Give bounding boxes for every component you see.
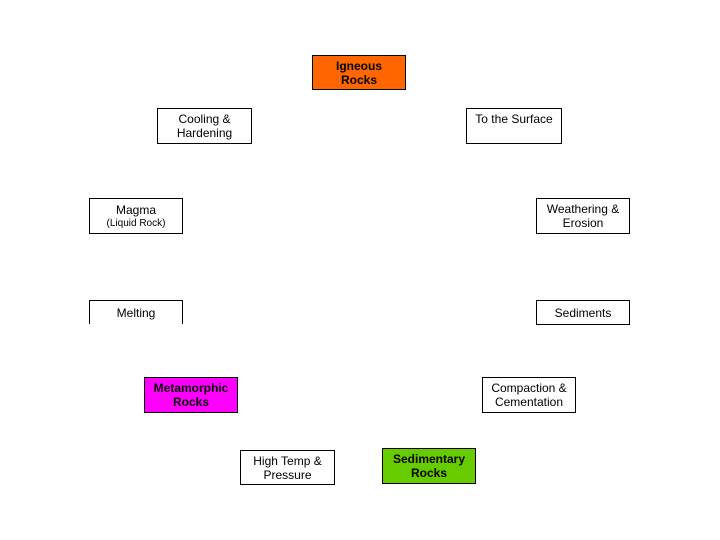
sedimentary-rocks-label-1: Sedimentary xyxy=(392,452,466,466)
igneous-rocks-label-2: Rocks xyxy=(340,72,378,87)
high-temp-pressure-box: High Temp & Pressure xyxy=(240,450,335,485)
high-temp-pressure-label-2: Pressure xyxy=(263,467,312,482)
to-the-surface-label: To the Surface xyxy=(475,112,553,126)
compaction-cementation-label-1: Compaction & xyxy=(491,381,567,395)
igneous-rocks-box: Igneous Rocks xyxy=(312,55,406,90)
cooling-hardening-box: Cooling & Hardening xyxy=(157,108,252,144)
weathering-erosion-label-1: Weathering & xyxy=(546,202,620,216)
magma-label: Magma xyxy=(115,202,156,217)
to-the-surface-box: To the Surface xyxy=(466,108,562,144)
melting-box: Melting xyxy=(89,300,183,324)
cooling-hardening-label-1: Cooling & xyxy=(178,112,231,126)
weathering-erosion-box: Weathering & Erosion xyxy=(536,198,630,234)
sedimentary-rocks-label-2: Rocks xyxy=(410,466,448,480)
compaction-cementation-box: Compaction & Cementation xyxy=(482,377,576,413)
weathering-erosion-label-2: Erosion xyxy=(562,216,604,230)
magma-sublabel: (Liquid Rock) xyxy=(106,217,166,229)
cooling-hardening-label-2: Hardening xyxy=(176,126,233,140)
high-temp-pressure-label-1: High Temp & xyxy=(253,453,322,468)
magma-box: Magma (Liquid Rock) xyxy=(89,198,183,234)
metamorphic-rocks-box: Metamorphic Rocks xyxy=(144,377,238,413)
melting-label: Melting xyxy=(116,305,156,320)
metamorphic-rocks-label-1: Metamorphic xyxy=(153,381,229,395)
sediments-box: Sediments xyxy=(536,300,630,325)
metamorphic-rocks-label-2: Rocks xyxy=(172,395,210,409)
igneous-rocks-label-1: Igneous xyxy=(335,58,382,73)
sedimentary-rocks-box: Sedimentary Rocks xyxy=(382,448,476,484)
compaction-cementation-label-2: Cementation xyxy=(494,395,564,409)
sediments-label: Sediments xyxy=(554,305,612,320)
